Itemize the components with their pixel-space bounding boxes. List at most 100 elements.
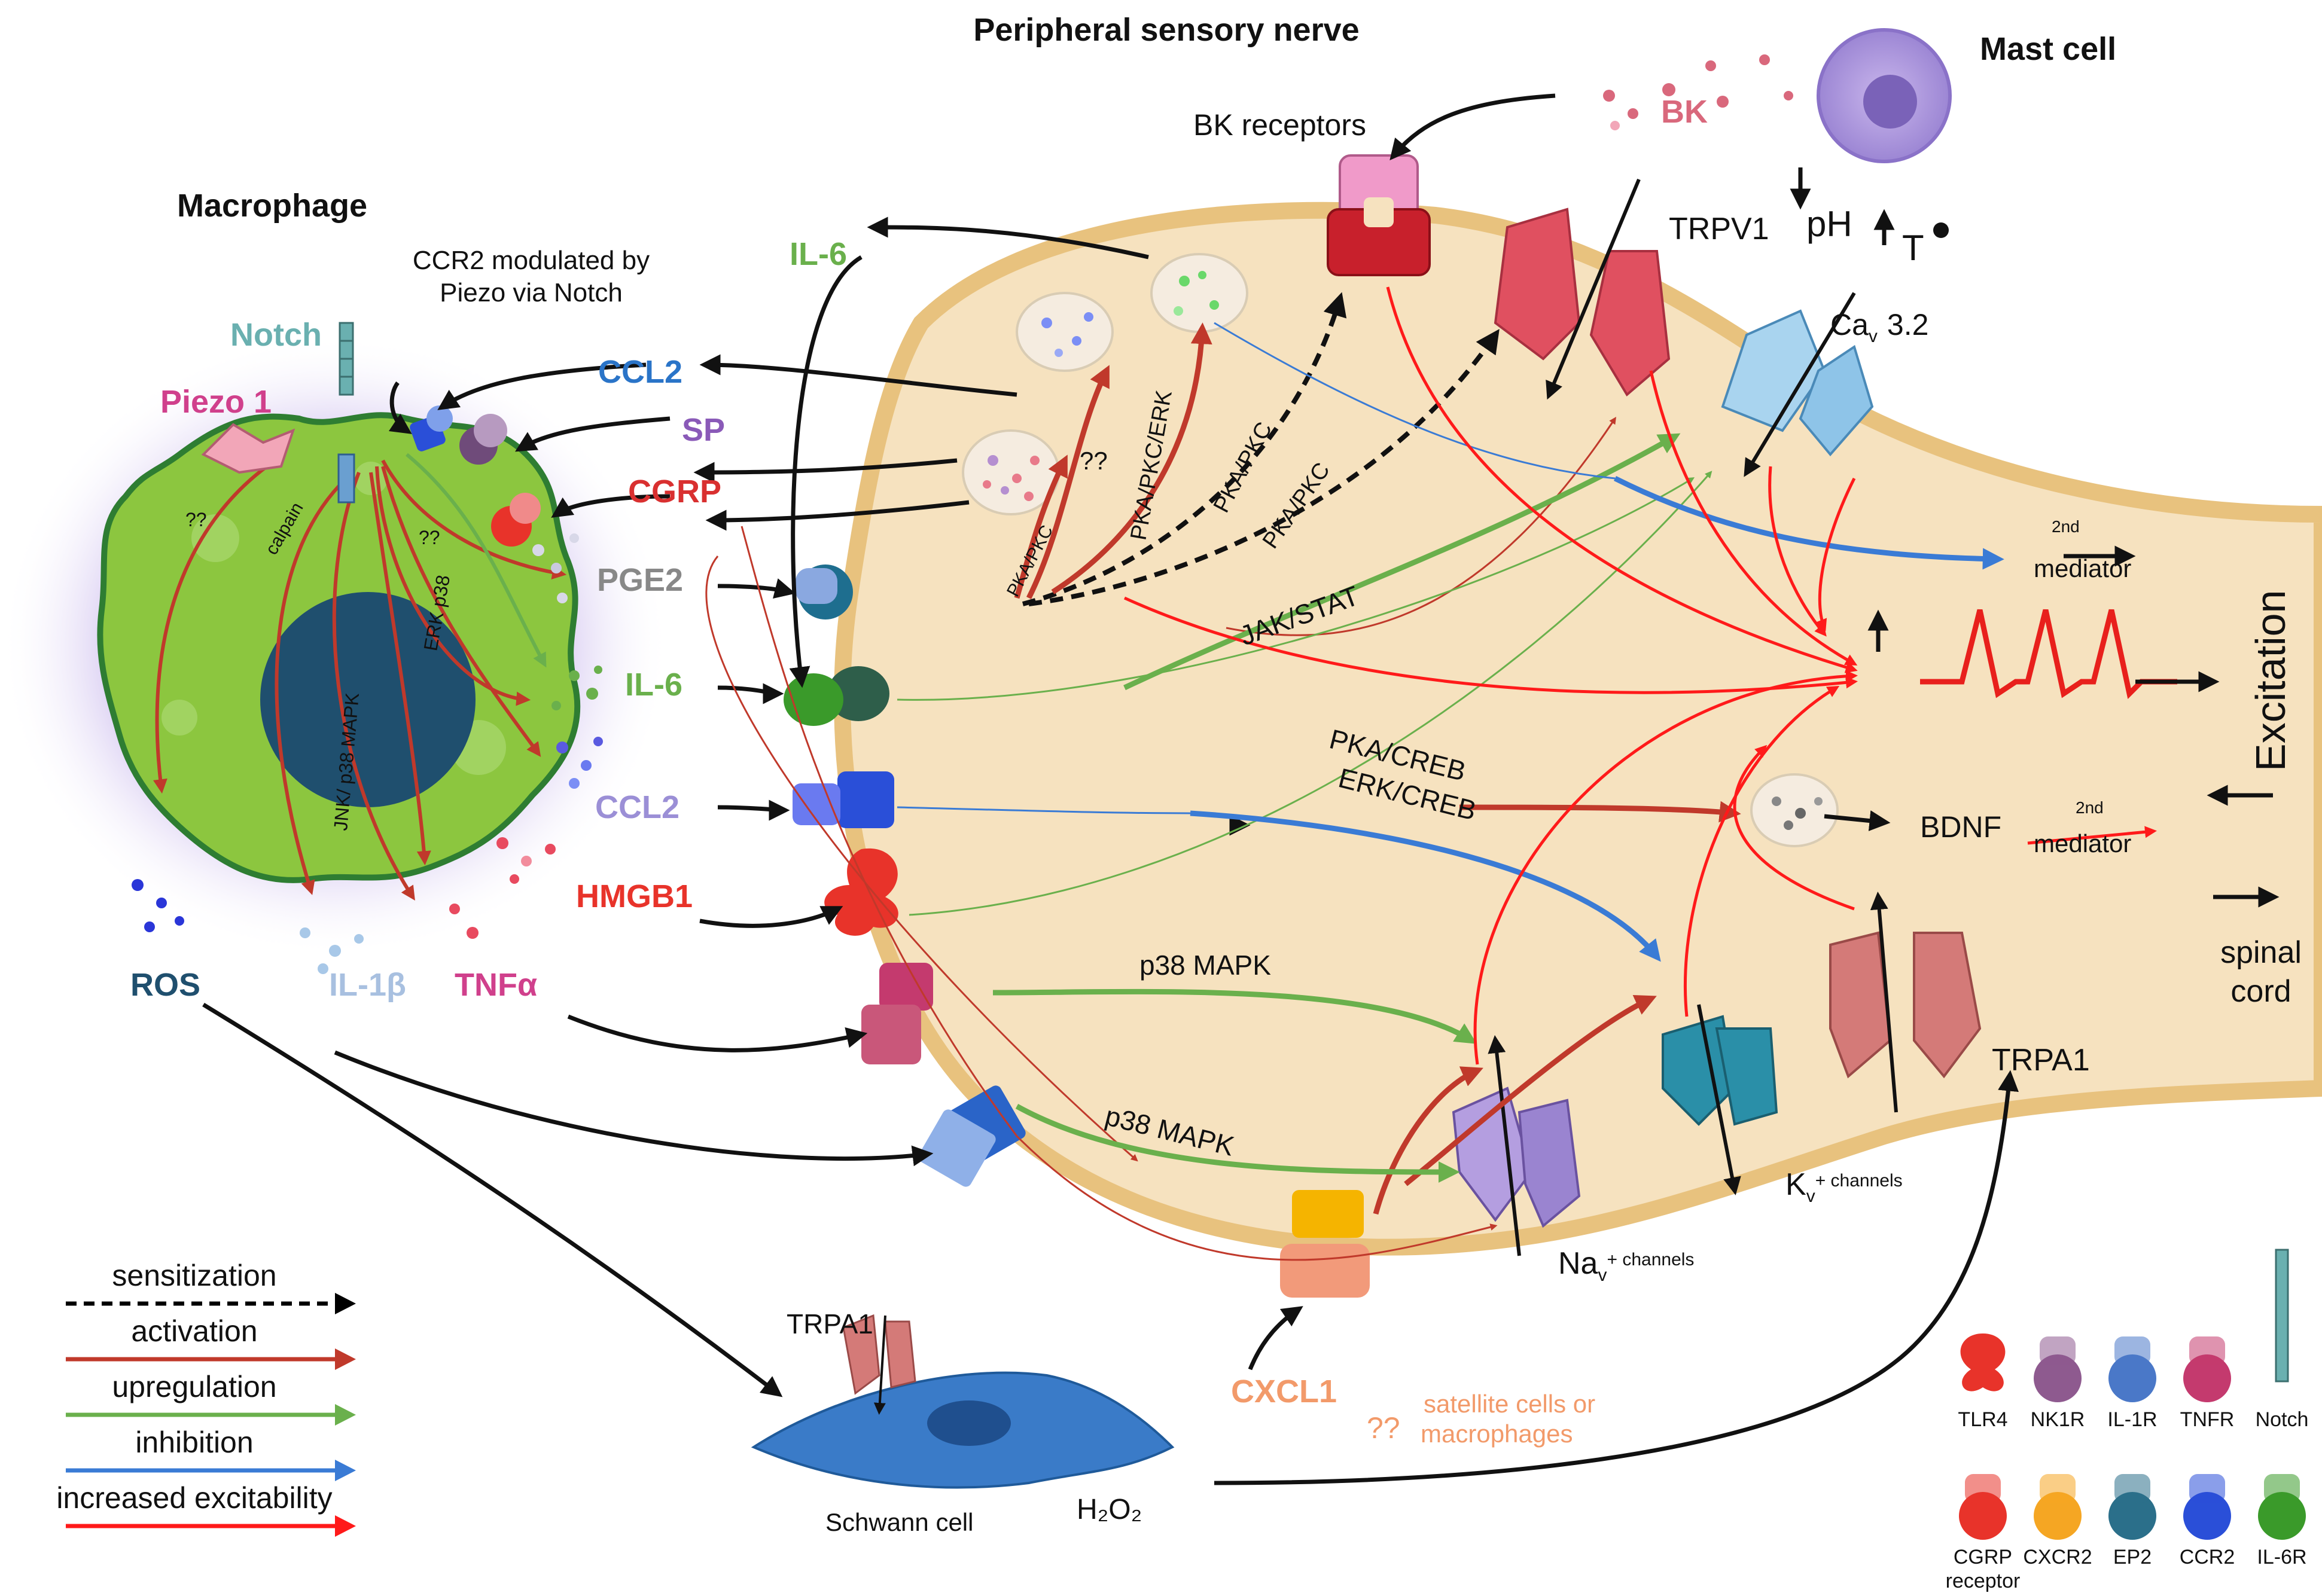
tlr4-receptor xyxy=(824,848,898,936)
schwann-trpa1-label: TRPA1 xyxy=(787,1308,873,1339)
mast-cell-title: Mast cell xyxy=(1980,31,2116,67)
ccr2-note-line2: Piezo via Notch xyxy=(440,278,623,307)
second-mediator-top-sup: 2nd xyxy=(2052,517,2080,536)
receptor-key-label: TLR4 xyxy=(1958,1408,2007,1431)
legend-label: inhibition xyxy=(135,1426,253,1459)
receptor-key-label: CCR2 xyxy=(2180,1546,2235,1568)
il1r-receptor xyxy=(918,1085,1026,1187)
bk-label: BK xyxy=(1661,94,1708,130)
thin-upregulation-lines xyxy=(897,471,1712,916)
excitability-arrows xyxy=(1123,286,1858,1065)
vesicles xyxy=(962,253,1839,847)
h2o2-label: H₂O₂ xyxy=(1077,1494,1142,1525)
schwann-label: Schwann cell xyxy=(825,1508,973,1536)
upregulation-arrows xyxy=(992,433,1681,1183)
mediator-top-label: mediator xyxy=(2034,554,2131,582)
ep2-receptor xyxy=(796,564,853,620)
ccr2-receptor-nerve xyxy=(793,771,894,828)
il6-mid-label: IL-6 xyxy=(625,667,682,703)
receptor-key-label: CGRP xyxy=(1954,1546,2012,1568)
excitation-label: Excitation xyxy=(2247,590,2294,771)
macrophage-title: Macrophage xyxy=(177,188,367,224)
nav-label: Nav+ channels xyxy=(1558,1246,1694,1285)
bk-dots xyxy=(1603,54,1793,130)
ph-label: pH xyxy=(1806,204,1852,244)
tnfr-receptor xyxy=(861,963,933,1064)
legend-arrowhead-icon xyxy=(335,1348,356,1370)
ccl2-top-label: CCL2 xyxy=(598,354,682,390)
legend-arrowhead-icon xyxy=(335,1293,356,1314)
hmgb1-label: HMGB1 xyxy=(576,878,693,914)
second-mediator-bot-sup: 2nd xyxy=(2076,798,2104,817)
nerve-title: Peripheral sensory nerve xyxy=(973,12,1359,48)
bk-receptor-icon xyxy=(1327,154,1431,276)
legend-label: sensitization xyxy=(112,1259,276,1292)
cgrp-label: CGRP xyxy=(628,474,721,509)
piezo-label: Piezo 1 xyxy=(160,384,272,420)
mediator-bot-label: mediator xyxy=(2034,829,2131,857)
satellite-line2: macrophages xyxy=(1421,1420,1573,1448)
receptor-key-label: TNFR xyxy=(2180,1408,2235,1431)
legend-label: upregulation xyxy=(112,1370,276,1403)
ccr2-receptor-macrophage xyxy=(410,405,453,451)
macrophage-q2: ?? xyxy=(419,527,440,548)
cxcr2-receptor xyxy=(1280,1190,1370,1298)
legend-label: increased excitability xyxy=(56,1481,332,1515)
kv-label: Kv+ channels xyxy=(1785,1167,1903,1206)
cxcr2-icon xyxy=(2034,1474,2082,1540)
tnfr-icon xyxy=(2183,1336,2231,1402)
t-label: T xyxy=(1902,228,1924,268)
bdnf-mediator-arrow xyxy=(2027,826,2157,845)
cav32-channel-icon xyxy=(1721,292,1874,477)
thin-activation-lines xyxy=(705,417,1616,1261)
ccl2-mid-label: CCL2 xyxy=(595,789,679,825)
thin-inhibition-lines xyxy=(897,322,1616,814)
cgrp-receptor-icon xyxy=(1959,1474,2007,1540)
ccr2-note-line1: CCR2 modulated by xyxy=(413,246,650,275)
il1r-icon xyxy=(2108,1336,2156,1402)
legend-arrowhead-icon xyxy=(335,1515,356,1537)
trpa1-nerve-label: TRPA1 xyxy=(1992,1043,2090,1078)
il6r-icon xyxy=(2258,1474,2306,1540)
satellite-line1: satellite cells or xyxy=(1424,1390,1595,1418)
receptor-key-label: Notch xyxy=(2256,1408,2309,1431)
action-potential-icon xyxy=(1920,609,2177,700)
secretion-dots xyxy=(132,533,603,974)
inhibition-arrows xyxy=(1190,475,2004,962)
receptor-key-label-2: receptor xyxy=(1946,1570,2021,1592)
notch-label: Notch xyxy=(230,317,322,353)
notch-icon xyxy=(2275,1249,2289,1383)
receptor-key-label: NK1R xyxy=(2031,1408,2085,1431)
q-mark-label: ?? xyxy=(1080,447,1108,475)
nk1r-icon xyxy=(2034,1336,2082,1402)
temperature-dot-icon xyxy=(1933,222,1949,238)
trpv1-channel-icon xyxy=(1494,178,1671,400)
activation-arrows xyxy=(1014,322,1741,1215)
trpv1-label: TRPV1 xyxy=(1669,212,1769,246)
ccr2-icon xyxy=(2183,1474,2231,1540)
legend-lines: sensitization activation upregulation inhib… xyxy=(56,1259,356,1537)
cord-label: cord xyxy=(2230,974,2291,1009)
mast-cell-nucleus xyxy=(1863,75,1917,129)
legend-arrowhead-icon xyxy=(335,1404,356,1426)
piezo-icon xyxy=(201,423,295,474)
macrophage-internal-arrows xyxy=(153,453,567,901)
receptor-key-label: IL-1R xyxy=(2107,1408,2157,1431)
il6-top-label: IL-6 xyxy=(790,236,847,272)
legend-arrowhead-icon xyxy=(335,1460,356,1481)
kv-channel-icon xyxy=(1662,1004,1778,1195)
binding-arrows xyxy=(202,93,2280,1485)
trpa1-nerve-channel-icon xyxy=(1829,892,1982,1113)
il1b-label: IL-1β xyxy=(329,967,406,1003)
satellite-q-label: ?? xyxy=(1367,1411,1400,1445)
receptor-key-label: IL-6R xyxy=(2257,1546,2306,1568)
macrophage-q1: ?? xyxy=(185,509,207,530)
legend-label: activation xyxy=(131,1314,257,1348)
pge2-label: PGE2 xyxy=(597,562,683,598)
schwann-cell xyxy=(751,1314,1175,1489)
notch-icon xyxy=(337,322,355,503)
